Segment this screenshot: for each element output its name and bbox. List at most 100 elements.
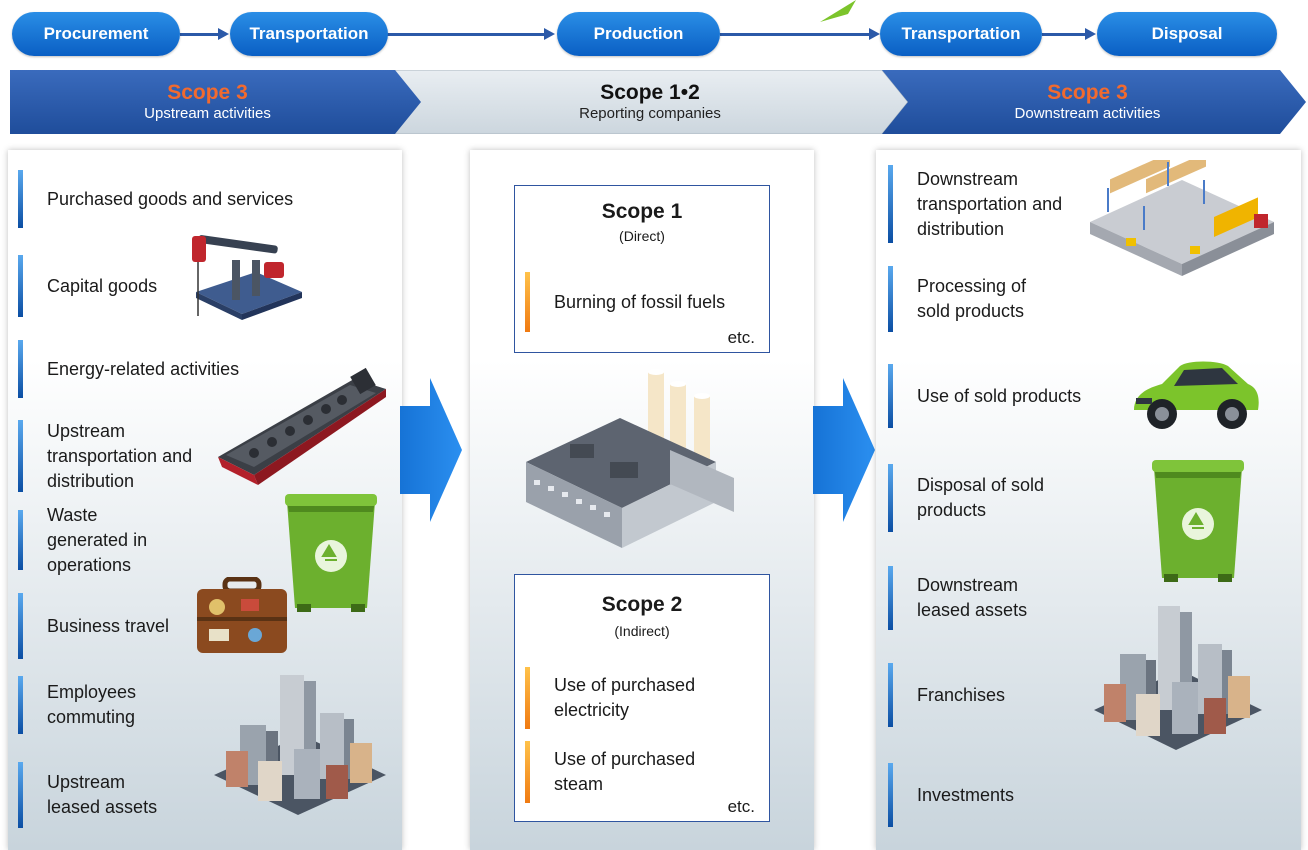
step-production: Production xyxy=(557,12,720,56)
downstream-item: Franchises xyxy=(888,663,1028,727)
scope1-item: Burning of fossil fuels xyxy=(525,272,755,332)
company-scope-title: Scope 1•2 xyxy=(600,81,700,104)
flow-arrowhead xyxy=(1085,28,1096,40)
upstream-item-label: Business travel xyxy=(47,615,170,636)
scope2-subtitle: (Indirect) xyxy=(614,623,670,639)
flow-connector xyxy=(1042,33,1086,36)
step-procurement: Procurement xyxy=(12,12,180,56)
suitcase-icon xyxy=(197,577,287,653)
big-arrow-right-icon xyxy=(813,378,875,522)
downstream-scope-subtitle: Downstream activities xyxy=(1014,105,1161,122)
car-icon xyxy=(1134,361,1259,429)
factory-icon xyxy=(526,369,734,548)
item-bar xyxy=(888,663,893,727)
upstream-scope-subtitle: Upstream activities xyxy=(144,105,271,122)
item-bar xyxy=(18,510,23,570)
step-transportation-inbound: Transportation xyxy=(230,12,388,56)
upstream-item-label: Upstream transportation and distribution xyxy=(47,420,193,491)
downstream-item-label: Processing of sold products xyxy=(917,276,1027,321)
scope1-item-label: Burning of fossil fuels xyxy=(554,291,726,312)
downstream-item: Processing of sold products xyxy=(888,266,1058,332)
warehouse-icon xyxy=(1090,160,1274,276)
item-bar xyxy=(888,165,893,243)
upstream-item: Business travel xyxy=(18,593,198,659)
item-bar xyxy=(18,340,23,398)
scope1-etc: etc. xyxy=(727,328,755,347)
scope2-item-label: Use of purchased steam xyxy=(554,749,696,794)
downstream-item-label: Downstream transportation and distributi… xyxy=(917,168,1063,239)
upstream-item-label: Purchased goods and services xyxy=(47,188,294,209)
item-bar xyxy=(525,272,530,332)
upstream-item-label: Employees commuting xyxy=(47,682,137,727)
flow-connector xyxy=(387,33,545,36)
city-icon xyxy=(1094,606,1262,750)
upstream-item: Upstream leased assets xyxy=(18,762,178,828)
item-bar xyxy=(888,266,893,332)
downstream-item: Downstream transportation and distributi… xyxy=(888,165,1078,243)
item-bar xyxy=(888,763,893,827)
flow-arrowhead xyxy=(544,28,555,40)
item-bar xyxy=(18,420,23,492)
upstream-item-label: Capital goods xyxy=(47,275,158,296)
banner-upstream: Scope 3 Upstream activities xyxy=(10,70,405,134)
upstream-item: Energy-related activities xyxy=(18,340,298,398)
upstream-item: Purchased goods and services xyxy=(18,170,358,228)
scope-banners-shapes xyxy=(10,70,1306,134)
flow-arrowhead xyxy=(218,28,229,40)
step-disposal: Disposal xyxy=(1097,12,1277,56)
upstream-item-label: Energy-related activities xyxy=(47,358,240,379)
upstream-item-label: Waste generated in operations xyxy=(47,504,148,575)
banner-downstream-shape xyxy=(882,70,1306,134)
upstream-item: Waste generated in operations xyxy=(18,505,178,575)
scope2-item: Use of purchased electricity xyxy=(525,667,725,729)
scope2-item-label: Use of purchased electricity xyxy=(554,675,696,720)
city-icon xyxy=(214,675,386,815)
recycle-bin-icon xyxy=(1152,460,1244,582)
downstream-item: Investments xyxy=(888,763,1048,827)
upstream-item: Employees commuting xyxy=(18,676,158,734)
item-bar xyxy=(18,762,23,828)
downstream-item: Downstream leased assets xyxy=(888,566,1058,630)
scope2-title: Scope 2 xyxy=(601,593,683,616)
item-bar xyxy=(888,566,893,630)
downstream-item-label: Franchises xyxy=(917,684,1006,705)
upstream-item-label: Upstream leased assets xyxy=(47,772,158,817)
downstream-item-label: Downstream leased assets xyxy=(917,575,1028,620)
item-bar xyxy=(18,170,23,228)
upstream-item: Capital goods xyxy=(18,255,218,317)
downstream-item-label: Disposal of sold products xyxy=(917,475,1045,520)
item-bar xyxy=(18,593,23,659)
scope2-etc: etc. xyxy=(727,797,755,816)
company-scope-subtitle: Reporting companies xyxy=(579,105,721,122)
leaf-icon xyxy=(820,0,856,22)
step-transportation-outbound: Transportation xyxy=(880,12,1042,56)
item-bar xyxy=(525,741,530,803)
item-bar xyxy=(888,464,893,532)
flow-arrowhead xyxy=(869,28,880,40)
item-bar xyxy=(18,676,23,734)
big-arrow-right-icon xyxy=(400,378,462,522)
item-bar xyxy=(525,667,530,729)
banner-downstream: Scope 3 Downstream activities xyxy=(895,70,1280,134)
banner-upstream-shape xyxy=(10,70,421,134)
downstream-item: Disposal of sold products xyxy=(888,464,1058,532)
banner-company: Scope 1•2 Reporting companies xyxy=(410,70,890,134)
scope1-title: Scope 1 xyxy=(601,200,683,223)
downstream-item: Use of sold products xyxy=(888,364,1133,428)
scope2-item: Use of purchased steam xyxy=(525,741,725,803)
upstream-item: Upstream transportation and distribution xyxy=(18,420,203,492)
downstream-scope-title: Scope 3 xyxy=(1047,81,1128,104)
scope1-subtitle: (Direct) xyxy=(619,228,665,244)
oil-tanker-icon xyxy=(218,367,386,485)
item-bar xyxy=(18,255,23,317)
item-bar xyxy=(888,364,893,428)
flow-connector xyxy=(180,33,220,36)
scope1-box: Scope 1 (Direct) Burning of fossil fuels… xyxy=(514,185,770,353)
downstream-item-label: Use of sold products xyxy=(917,385,1082,406)
downstream-item-label: Investments xyxy=(917,784,1015,805)
oil-pump-icon xyxy=(192,235,302,320)
upstream-scope-title: Scope 3 xyxy=(167,81,248,104)
scope2-box: Scope 2 (Indirect) Use of purchased elec… xyxy=(514,574,770,822)
recycle-bin-icon xyxy=(285,494,377,612)
flow-connector xyxy=(720,33,870,36)
